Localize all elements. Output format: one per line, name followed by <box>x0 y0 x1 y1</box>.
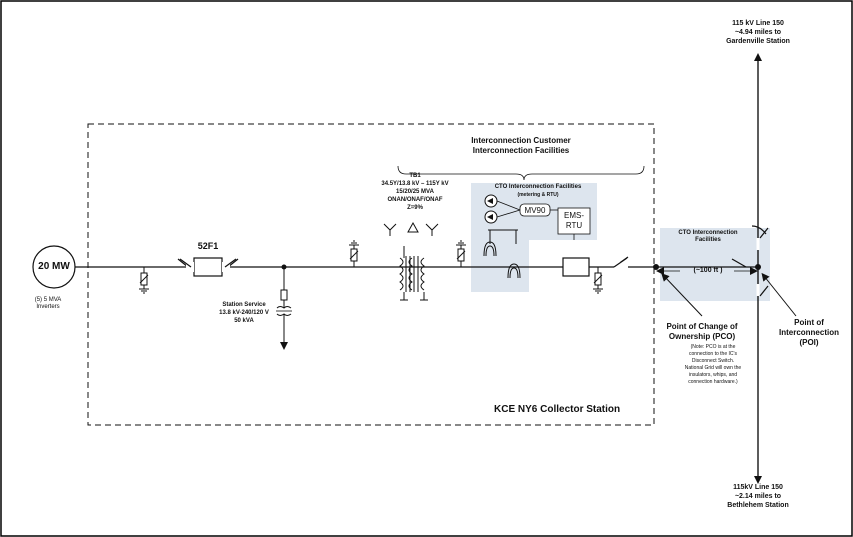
transformer-line2: 34.5Y/13.8 kV – 115Y kV <box>381 181 449 187</box>
pco-pointer <box>661 273 703 317</box>
transformer-tb1 <box>399 246 428 301</box>
line-south-1: 115kV Line 150 <box>733 484 783 491</box>
cto-facilities-line2: Facilities <box>695 237 721 243</box>
surge-arrester-3 <box>455 240 467 268</box>
station-service-line1: Station Service <box>222 302 266 308</box>
surge-arrester-1 <box>138 266 150 294</box>
cto-metering-line2: (metering & RTU) <box>517 192 559 198</box>
station-service-transformer <box>276 306 292 309</box>
breaker-label: 52F1 <box>197 241 219 251</box>
generator-note-2: Inverters <box>36 304 60 310</box>
station-service-line2: 13.8 kV-240/120 V <box>219 310 269 316</box>
cto-metering-line1: CTO Interconnection Facilities <box>494 184 582 190</box>
pco-note-1: (Note: PCO is at the <box>690 344 736 350</box>
collector-station-name: KCE NY6 Collector Station <box>494 404 621 415</box>
ems-rtu-line1: EMS- <box>564 211 584 220</box>
poi-pointer <box>761 272 797 317</box>
ems-rtu-line2: RTU <box>565 221 583 230</box>
breaker-52f1 <box>193 257 223 277</box>
transformer-line3: 15/20/25 MVA <box>396 189 434 195</box>
cto-facilities-shade <box>660 228 770 301</box>
line-switches <box>751 225 769 297</box>
poi-line3: (POI) <box>799 338 819 347</box>
transformer-line5: Z=9% <box>407 205 423 211</box>
generator-note-1: (5) 5 MVA <box>34 297 62 303</box>
pco-note-3: Disconnect Switch. <box>691 358 735 364</box>
cto-switch <box>731 258 747 268</box>
pco-note-6: connection hardware.) <box>688 379 738 385</box>
winding-symbols <box>383 221 439 236</box>
line-south-2: ~2.14 miles to <box>734 493 782 500</box>
collector-station-boundary <box>87 123 655 426</box>
pco-note-5: insulators, whips, and <box>688 372 738 378</box>
poi-line2: Interconnection <box>778 328 839 337</box>
line-south-3: Bethlehem Station <box>727 502 789 509</box>
customer-facilities-line2: Interconnection Facilities <box>472 146 570 155</box>
pco-note-4: National Grid will own the <box>684 365 742 371</box>
pco-note-2: connection to the IC's <box>689 351 737 357</box>
line-north-1: 115 kV Line 150 <box>732 20 784 27</box>
surge-arrester-2 <box>348 240 360 268</box>
cto-facilities-distance: (~100 ft ) <box>693 267 723 274</box>
customer-facilities-line1: Interconnection Customer <box>471 136 571 145</box>
revenue-breaker <box>562 257 590 277</box>
pco-node <box>653 264 659 270</box>
line-north-2: ~4.94 miles to <box>734 29 782 36</box>
station-service-fuse <box>280 289 288 301</box>
cto-facilities-line1: CTO Interconnection <box>678 230 738 236</box>
mv90-label: MV90 <box>524 206 546 215</box>
current-transformers <box>483 229 521 279</box>
ct-shade <box>471 240 529 292</box>
station-service-line3: 50 kVA <box>234 318 254 324</box>
customer-facilities-brace <box>397 165 645 181</box>
surge-arrester-4 <box>592 266 604 294</box>
transformer-line4: ONAN/ONAF/ONAF <box>387 197 443 203</box>
poi-node <box>755 264 761 270</box>
poi-line1: Point of <box>794 318 824 327</box>
pco-line2: Ownership (PCO) <box>668 332 736 341</box>
pco-line1: Point of Change of <box>666 322 738 331</box>
generator-rating: 20 MW <box>38 261 70 272</box>
transformer-line1: TB1 <box>409 173 421 179</box>
line-north-3: Gardenville Station <box>726 38 790 45</box>
